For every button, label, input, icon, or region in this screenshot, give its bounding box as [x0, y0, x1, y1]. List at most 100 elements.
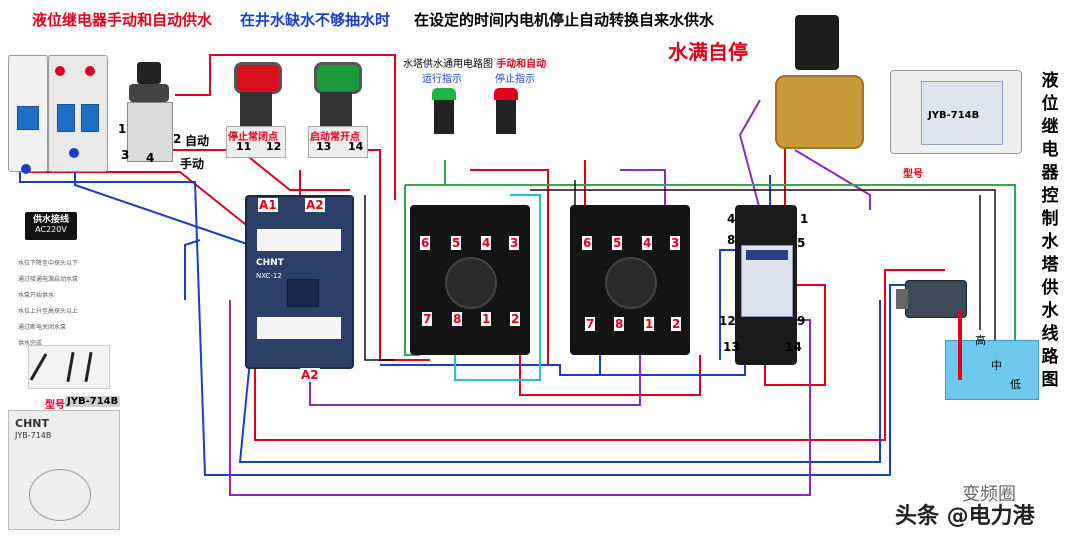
title-manual-auto: 液位继电器手动和自动供水	[32, 11, 213, 29]
selector-switch	[125, 62, 173, 162]
level-relay-product	[890, 70, 1022, 154]
supply-step: 水位下降至中探头以下	[18, 260, 79, 267]
terminal-screw	[69, 148, 79, 158]
selector-term-4: 4	[146, 151, 155, 165]
lr-term-8: 8	[727, 233, 736, 247]
breaker-toggle	[57, 104, 75, 132]
level-relay-module	[741, 245, 793, 317]
vertical-char: 塔	[1041, 255, 1059, 275]
relay-nameplate: CHNT JYB-714B	[8, 410, 120, 530]
start-pushbutton	[312, 62, 362, 132]
nameplate-model-line: JYB-714B	[15, 431, 52, 440]
probe	[66, 351, 75, 383]
stop-pushbutton	[232, 62, 282, 132]
selector-term-3: 3	[121, 148, 130, 162]
r2-term-7: 7	[585, 317, 596, 331]
r2-term-3: 3	[670, 236, 681, 250]
breaker-toggle	[17, 106, 39, 130]
circuit-caption-mode: 手动和自动	[496, 59, 547, 70]
lr-term-12: 12	[719, 314, 736, 328]
level-mid: 中	[991, 359, 1002, 372]
probe	[29, 353, 48, 381]
lr-term-9: 9	[797, 314, 806, 328]
r1-term-2: 2	[510, 312, 521, 326]
selector-manual-label: 手动	[180, 157, 205, 171]
lr-term-1: 1	[800, 212, 809, 226]
supply-step: 通过接通电源启动水泵	[18, 276, 79, 283]
relay-label-strip	[746, 250, 788, 260]
selector-term-1: 1	[118, 122, 127, 136]
r1-term-1: 1	[481, 312, 492, 326]
supply-step: 供水完成	[18, 340, 43, 347]
button-body	[320, 92, 352, 132]
stop-nc-label: 停止常闭点	[228, 132, 278, 143]
selector-body	[127, 102, 173, 162]
vertical-char: 器	[1041, 163, 1059, 183]
watermark-credit: 头条 @电力港	[895, 504, 1035, 529]
vertical-char: 控	[1041, 186, 1059, 206]
socket-center	[605, 257, 657, 309]
terminal-screw	[21, 164, 31, 174]
vertical-char: 水	[1041, 232, 1059, 252]
level-high: 高	[975, 334, 986, 347]
lamp-body	[434, 100, 454, 134]
selector-collar	[129, 84, 169, 102]
contactor-a1: A1	[258, 198, 278, 212]
title-full-stop: 水满自停	[668, 40, 748, 64]
terminal-screw	[55, 66, 65, 76]
contactor-brand: CHNT	[256, 258, 284, 268]
level-low: 低	[1010, 378, 1021, 391]
pin-diagram	[29, 469, 91, 521]
relay-socket-2	[570, 205, 690, 355]
level-probes	[28, 345, 110, 389]
vertical-char: 继	[1041, 117, 1059, 137]
r2-term-1: 1	[644, 317, 655, 331]
circuit-breaker-right	[48, 55, 108, 172]
vertical-char: 供	[1041, 278, 1059, 298]
lr-term-13: 13	[723, 340, 740, 354]
r1-term-8: 8	[452, 312, 463, 326]
pump-inlet	[896, 289, 908, 309]
run-indicator-lamp	[432, 88, 456, 158]
vertical-char: 图	[1041, 370, 1059, 390]
r2-term-6: 6	[582, 236, 593, 250]
supply-step: 通过断电关闭水泵	[18, 324, 67, 331]
stop-indicator-label: 停止指示	[495, 74, 535, 85]
vertical-title: 液 位 继 电 器 控 制 水 塔 供 水 线 路 图	[1040, 70, 1060, 392]
ac-contactor	[245, 195, 354, 369]
supply-sign-title: 供水接线	[32, 215, 69, 225]
relay-socket-1	[410, 205, 530, 355]
green-button-cap	[314, 62, 362, 94]
lr-term-4: 4	[727, 212, 736, 226]
r1-term-7: 7	[422, 312, 433, 326]
contactor-top-terminals	[257, 229, 341, 251]
vertical-char: 位	[1041, 94, 1059, 114]
contactor-a2-top: A2	[305, 198, 325, 212]
run-indicator-label: 运行指示	[422, 74, 462, 85]
nameplate-brand: CHNT	[15, 417, 49, 430]
r1-term-3: 3	[509, 236, 520, 250]
green-lamp-lens	[432, 88, 456, 100]
water-pump	[896, 280, 967, 318]
r2-term-2: 2	[671, 317, 682, 331]
contactor-a2-bottom: A2	[300, 368, 320, 382]
r2-term-5: 5	[612, 236, 623, 250]
contactor-window	[287, 279, 319, 307]
level-relay-socket	[735, 205, 797, 365]
contactor-bottom-terminals	[257, 317, 341, 339]
r2-term-8: 8	[614, 317, 625, 331]
green-wires	[404, 160, 1016, 375]
stop-term-12: 12	[266, 140, 282, 153]
relay-faceplate	[921, 81, 1003, 145]
selector-term-2: 2	[173, 132, 182, 146]
lr-term-5: 5	[797, 236, 806, 250]
lamp-body	[496, 100, 516, 134]
supply-step: 水位上升至高探头以上	[18, 308, 79, 315]
circuit-caption-main: 水塔供水通用电路图	[403, 59, 493, 70]
socket-center	[445, 257, 497, 309]
valve-body	[775, 75, 864, 149]
contactor-model: NXC-12	[256, 272, 282, 280]
probe	[84, 351, 93, 383]
r1-term-6: 6	[420, 236, 431, 250]
selector-auto-label: 自动	[185, 134, 210, 148]
